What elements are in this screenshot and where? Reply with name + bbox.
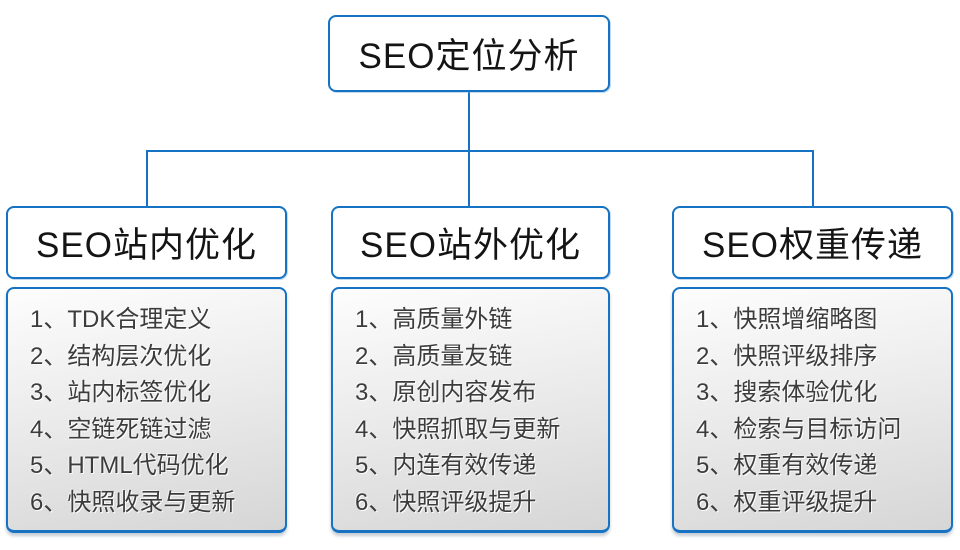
column-offsite-title-box: SEO站外优化	[331, 206, 610, 279]
column-onsite-list-panel: 1、TDK合理定义 2、结构层次优化 3、站内标签优化 4、空链死链过滤 5、H…	[6, 287, 287, 533]
column-weight-title-box: SEO权重传递	[672, 206, 953, 279]
column-offsite-list-panel: 1、高质量外链 2、高质量友链 3、原创内容发布 4、快照抓取与更新 5、内连有…	[331, 287, 610, 533]
column-weight-list-panel: 1、快照增缩略图 2、快照评级排序 3、搜索体验优化 4、检索与目标访问 5、权…	[672, 287, 953, 533]
list-item: 1、TDK合理定义	[30, 306, 212, 333]
list-item: 5、权重有效传递	[696, 452, 878, 479]
list-item: 6、快照评级提升	[355, 488, 537, 516]
root-node-box: SEO定位分析	[328, 15, 610, 92]
connector-drop-left	[146, 150, 148, 206]
connector-drop-right	[812, 150, 814, 206]
list-item: 3、站内标签优化	[30, 379, 212, 406]
list-item: 1、高质量外链	[355, 306, 513, 333]
column-onsite-title: SEO站内优化	[36, 226, 257, 265]
list-item: 4、空链死链过滤	[30, 415, 212, 443]
list-item: 3、搜索体验优化	[696, 379, 878, 406]
list-item: 4、检索与目标访问	[696, 415, 902, 443]
connector-root-stem	[468, 92, 470, 150]
list-item: 5、内连有效传递	[355, 452, 537, 479]
list-item: 4、快照抓取与更新	[355, 415, 561, 443]
list-item: 1、快照增缩略图	[696, 306, 878, 333]
column-weight-title: SEO权重传递	[702, 226, 923, 265]
connector-drop-middle	[468, 150, 470, 206]
list-item: 6、权重评级提升	[696, 488, 878, 516]
list-item: 5、HTML代码优化	[30, 452, 229, 479]
column-onsite-title-box: SEO站内优化	[6, 206, 287, 279]
list-item: 2、高质量友链	[355, 342, 513, 370]
list-item: 3、原创内容发布	[355, 379, 537, 406]
connector-horizontal-bar	[146, 150, 814, 152]
column-offsite-title: SEO站外优化	[360, 226, 581, 265]
root-node-title: SEO定位分析	[358, 37, 580, 76]
list-item: 2、结构层次优化	[30, 342, 212, 370]
list-item: 2、快照评级排序	[696, 342, 878, 370]
list-item: 6、快照收录与更新	[30, 488, 236, 516]
